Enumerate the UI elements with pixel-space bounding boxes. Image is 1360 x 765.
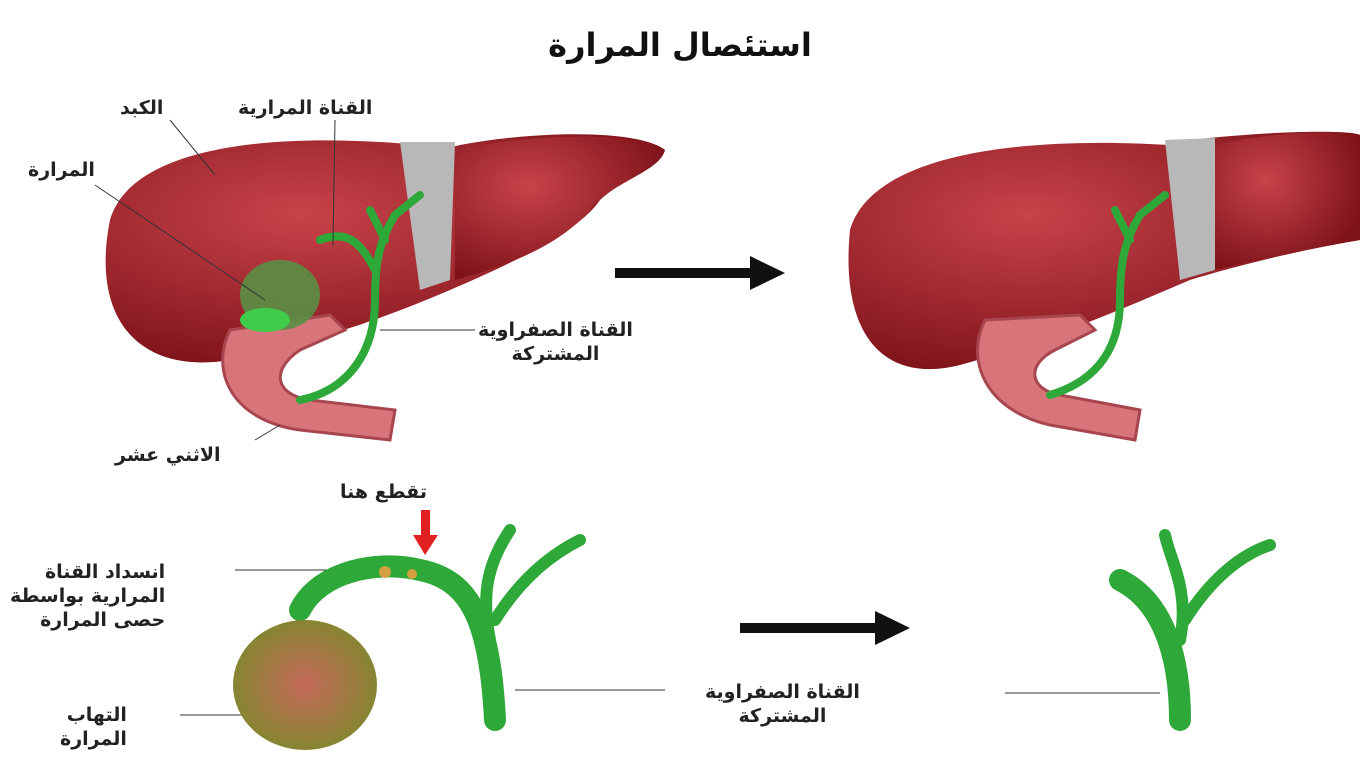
label-line: المرارية بواسطة (10, 585, 166, 607)
label-line: انسداد القناة (44, 561, 166, 583)
label-line: المرارة (60, 728, 127, 750)
duodenum-before (221, 313, 397, 442)
label-inflammation: التهاب المرارة (60, 703, 127, 751)
label-liver: الكبد (120, 97, 164, 119)
page-title: استئصال المرارة (548, 26, 812, 64)
label-line: حصى المرارة (40, 609, 166, 631)
label-line: القناة الصفراوية (478, 319, 633, 341)
inflamed-gallbladder (233, 620, 377, 750)
label-obstruction: انسداد القناة المرارية بواسطة حصى المرار… (10, 560, 165, 632)
label-common-bile-duct-2: القناة الصفراوية المشتركة (705, 680, 860, 728)
label-line: المشتركة (738, 705, 827, 727)
duct-closeup-after (1109, 529, 1276, 731)
label-line: القناة الصفراوية (705, 681, 860, 703)
label-cut-here: تقطع هنا (340, 481, 427, 503)
liver-after (848, 131, 1360, 442)
arrow-bottom (740, 611, 910, 645)
label-gallbladder: المرارة (28, 159, 95, 181)
label-line: المشتركة (511, 343, 600, 365)
label-cystic-duct: القناة المرارية (238, 97, 373, 119)
duct-closeup-before (289, 524, 586, 731)
arrow-top (615, 256, 785, 290)
cut-here-arrow (413, 510, 438, 555)
bile-ducts-before (296, 191, 424, 404)
label-line: التهاب (66, 704, 127, 726)
label-duodenum: الاثني عشر (115, 444, 221, 466)
label-common-bile-duct: القناة الصفراوية المشتركة (478, 318, 633, 366)
